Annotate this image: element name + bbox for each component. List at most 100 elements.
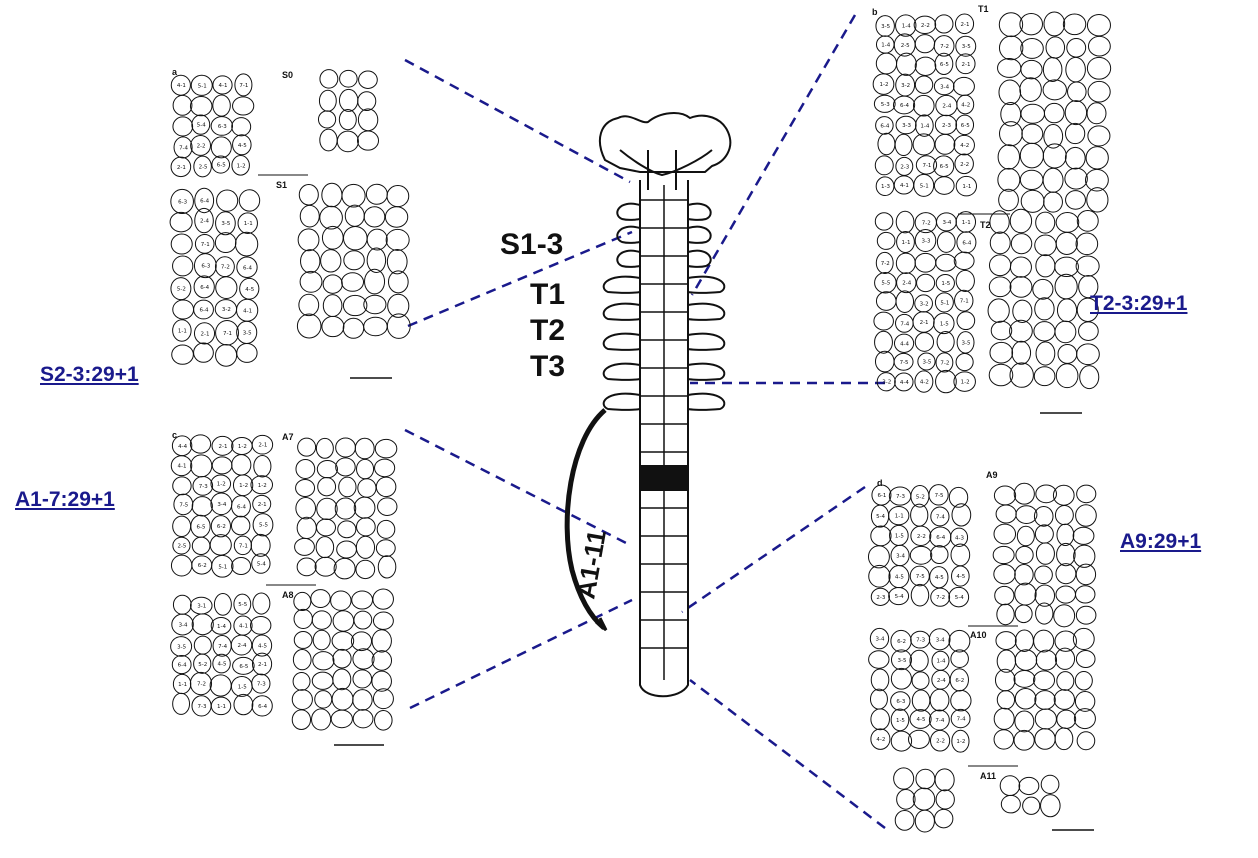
neuron-outline [232,118,251,136]
neuron-outline [1055,274,1077,299]
neuron-outline [358,109,377,131]
neuron-outline [385,207,407,227]
neuron-tag: 2-1 [258,662,267,668]
neuron-outline [876,53,896,74]
neuron-tag: 3-5 [221,221,230,227]
neuron-outline [894,768,914,789]
neuron-outline [1056,364,1078,388]
neuron-outline [1077,211,1098,232]
link-s2-3[interactable]: S2-3:29+1 [40,363,139,387]
neuron-outline [912,690,930,711]
neuron-outline [317,460,337,477]
neuron-outline [915,333,933,352]
neuron-outline [293,650,311,670]
neuron-tag: 6-4 [936,535,945,541]
neuron-outline [367,248,385,273]
neuron-outline [352,591,373,609]
neuron-outline [311,590,330,608]
neuron-outline [237,343,257,362]
neuron-outline [1057,672,1074,691]
limb-left [617,227,640,243]
neuron-tag: 3-4 [940,84,949,90]
neuron-tag: 7-2 [940,360,949,366]
neuron-tag: 5-4 [257,562,266,568]
neuron-outline [339,477,356,497]
neuron-outline [1046,37,1065,58]
label-s1-3: S1-3 [500,228,563,261]
neuron-tag: 1-2 [238,444,247,450]
neuron-outline [1088,81,1110,102]
neuron-outline [1015,630,1033,651]
neuron-outline [1057,543,1076,565]
connector-b-top [692,15,855,295]
neuron-tag: 2-3 [942,123,951,129]
neuron-outline [299,294,319,315]
neuron-outline [351,632,371,651]
neuron-outline [300,205,319,227]
neuron-outline [354,497,375,518]
neuron-outline [192,497,212,516]
neuron-tag: 7-4 [218,644,227,650]
neuron-outline [1033,279,1053,299]
neuron-outline [915,35,934,53]
neuron-outline [364,317,387,335]
neuron-tag: 7-5 [935,493,944,499]
neuron-outline [1014,730,1034,750]
neuron-outline [334,558,355,579]
neuron-tag: 5-3 [881,102,890,108]
label-t1: T1 [530,278,565,311]
neuron-tag: 3-5 [922,359,931,365]
neuron-outline [1010,209,1031,232]
link-a9[interactable]: A9:29+1 [1120,530,1201,554]
neuron-outline [356,536,374,558]
neuron-outline [1077,344,1100,365]
neuron-tag: 2-2 [921,23,930,29]
neuron-tag: 7-4 [179,145,188,151]
neuron-outline [358,479,376,498]
neuron-tag: 6-2 [897,639,906,645]
neuron-outline [1020,170,1043,189]
neuron-tag: 2-1 [962,62,971,68]
neuron-outline [1035,298,1054,320]
neuron-outline [995,586,1014,604]
neuron-outline [232,557,251,574]
neuron-outline [312,672,333,689]
neuron-outline [1075,671,1092,689]
neuron-outline [239,190,259,211]
neuron-tag: 3-2 [222,307,231,313]
neuron-outline [1036,650,1056,670]
label-a1-11: A1-11 [570,527,612,601]
neuron-tag: 1-4 [920,124,929,130]
neuron-tag: 6-4 [962,240,971,246]
panel-a-top-label: S0 [282,70,293,80]
neuron-outline [871,669,889,691]
neuron-outline [915,810,934,832]
neuron-outline [1034,367,1055,386]
neuron-outline [323,275,342,294]
neuron-outline [1001,795,1020,813]
neuron-outline [1012,341,1031,364]
neuron-tag: 4-5 [238,143,247,149]
neuron-outline [342,184,365,207]
neuron-outline [1076,606,1096,624]
neuron-outline [357,518,376,536]
neuron-outline [1088,126,1110,146]
neuron-outline [232,455,251,476]
neuron-tag: 3-5 [243,330,252,336]
neuron-tag: 1-1 [962,220,971,226]
neuron-outline [896,253,915,273]
neuron-outline [897,790,915,810]
neuron-outline [1035,566,1053,584]
neuron-tag: 1-5 [941,281,950,287]
neuron-tag: 3-4 [936,637,945,643]
neuron-tag: 2-4 [200,219,209,225]
neuron-outline [322,316,344,336]
neuron-tag: 6-3 [218,124,227,130]
neuron-outline [1044,12,1065,36]
neuron-outline [294,632,312,649]
limb-right [688,227,711,243]
link-a1-7[interactable]: A1-7:29+1 [15,488,115,512]
link-t2-3[interactable]: T2-3:29+1 [1090,292,1187,316]
neuron-outline [1015,565,1034,585]
neuron-outline [1021,104,1045,123]
